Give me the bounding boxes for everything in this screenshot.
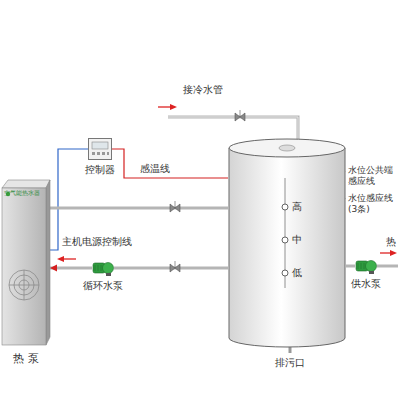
node-label: 供水泵 [351, 278, 381, 290]
water-pipe [346, 266, 355, 267]
node-label: 低 [292, 267, 302, 279]
connector-label: 感温线 [140, 163, 170, 175]
arrow-head [390, 250, 397, 256]
shape-outline [92, 260, 114, 276]
water-pipe [50, 208, 228, 209]
annotation-label: 热 [386, 236, 396, 248]
shape-outline [228, 138, 346, 348]
heat-pump-unit: 热 泵 [2, 180, 50, 345]
annotation-label: 接冷水管 [183, 84, 223, 96]
hot-water-pipe [377, 265, 398, 268]
water-pipe [50, 207, 228, 210]
circulation-pump: 循环水泵 [92, 260, 114, 276]
supply-pump: 供水泵 [355, 258, 377, 274]
node-label: 中 [292, 234, 302, 246]
annotation-label: 水位公共端感应线 [348, 165, 398, 187]
annotation-label: 排污口 [275, 357, 305, 369]
connector-label: 主机电源控制线 [62, 236, 132, 248]
shape-outline [2, 180, 50, 345]
annotation-label: 水位感应线(3条) [348, 193, 398, 215]
sensor-wire [112, 149, 228, 178]
node-label: 循环水泵 [83, 280, 123, 292]
control-wire [50, 149, 88, 250]
node-label: 控制器 [85, 164, 115, 176]
node-label: 热 泵 [13, 352, 39, 365]
water-tank: 高中低 [228, 138, 346, 348]
shape-outline [355, 258, 377, 274]
arrow-head [170, 104, 177, 110]
drain-pipe [289, 347, 292, 353]
flow-arrow [62, 258, 76, 259]
shape-outline [88, 138, 112, 160]
control-wire [50, 149, 88, 250]
node-label: 高 [292, 201, 302, 213]
arrow-head [57, 256, 64, 262]
water-pipe [346, 265, 355, 268]
arrow-head [50, 265, 57, 272]
sensor-wire [112, 149, 228, 178]
water-pipe [50, 265, 92, 272]
annotation-label: 空气能热水器 [4, 189, 40, 196]
controller-box: 控制器 [88, 138, 112, 160]
flow-arrow [158, 106, 172, 107]
